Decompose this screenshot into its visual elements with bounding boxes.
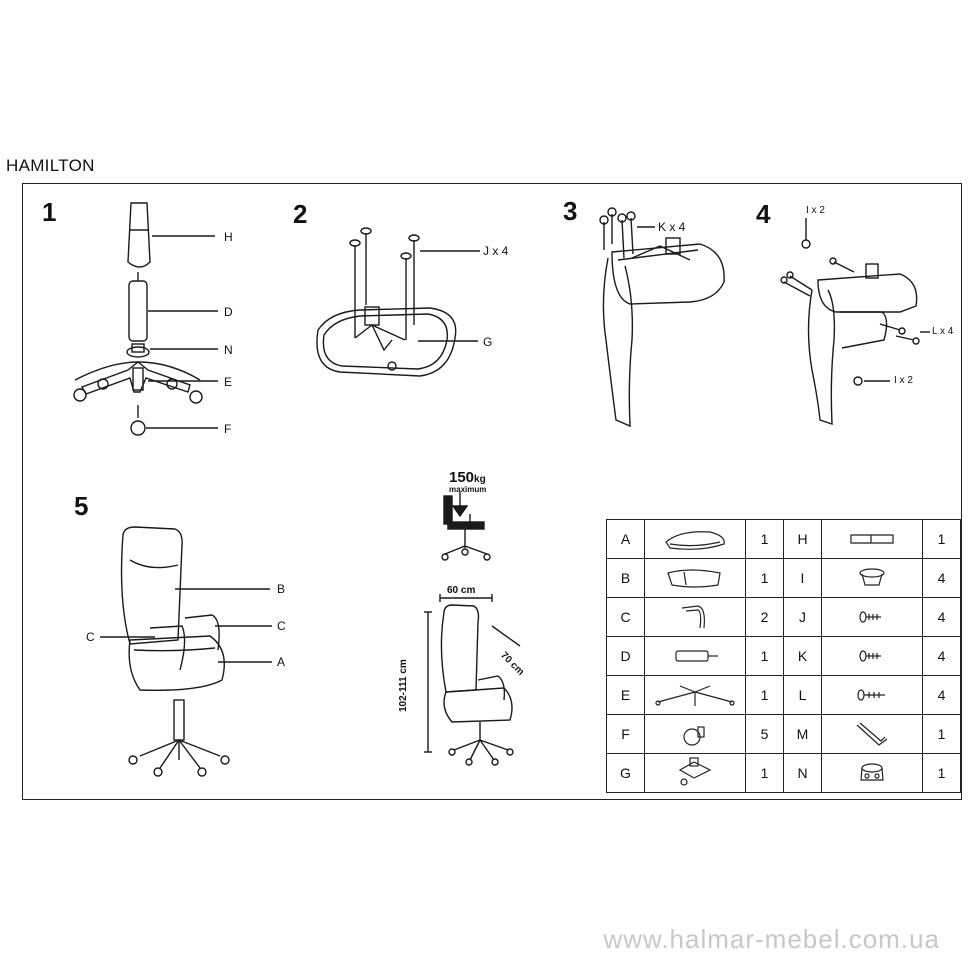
part-quantity: 4: [922, 558, 961, 598]
label-l: L x 4: [932, 326, 954, 337]
part-quantity: 4: [922, 636, 961, 676]
part-quantity: 2: [745, 597, 784, 637]
instructions-frame: [22, 183, 962, 800]
capacity-icon: [441, 492, 491, 561]
capacity-weight: 150kg: [449, 469, 486, 486]
step3-drawing: [599, 207, 725, 428]
gas-lift-icon: [644, 636, 746, 676]
label-k: K x 4: [658, 220, 686, 234]
part-letter: B: [606, 558, 645, 598]
part-quantity: 1: [745, 675, 784, 715]
part-quantity: 4: [922, 597, 961, 637]
part-letter: I: [783, 558, 822, 598]
step-number-5: 5: [74, 491, 89, 521]
ring-icon: [821, 753, 923, 793]
seat-icon: [644, 519, 746, 559]
step-number-3: 3: [563, 196, 578, 226]
label-g: G: [483, 335, 493, 349]
label-f: F: [224, 422, 232, 436]
step-number-2: 2: [293, 199, 308, 229]
label-b: B: [277, 582, 286, 596]
long-bolt-icon: [821, 675, 923, 715]
part-letter: J: [783, 597, 822, 637]
mechanism-icon: [644, 753, 746, 793]
document-title: HAMILTON: [6, 156, 95, 175]
part-letter: E: [606, 675, 645, 715]
star-base-icon: [644, 675, 746, 715]
part-letter: L: [783, 675, 822, 715]
label-i-bottom: I x 2: [894, 375, 913, 386]
part-quantity: 1: [745, 636, 784, 676]
label-h: H: [224, 230, 233, 244]
part-letter: D: [606, 636, 645, 676]
caster-icon: [644, 714, 746, 754]
part-quantity: 1: [745, 558, 784, 598]
part-quantity: 4: [922, 675, 961, 715]
bolt-icon: [821, 636, 923, 676]
label-c-left: C: [86, 630, 95, 644]
cap-icon: [821, 558, 923, 598]
label-c-right: C: [277, 619, 286, 633]
part-letter: H: [783, 519, 822, 559]
part-quantity: 1: [922, 753, 961, 793]
watermark: www.halmar-mebel.com.ua: [603, 924, 940, 954]
dimension-width: 60 cm: [447, 585, 476, 596]
part-quantity: 1: [745, 753, 784, 793]
gas-lift-cover-icon: [821, 519, 923, 559]
allen-key-icon: [821, 714, 923, 754]
part-letter: C: [606, 597, 645, 637]
part-quantity: 5: [745, 714, 784, 754]
armrest-icon: [644, 597, 746, 637]
part-letter: N: [783, 753, 822, 793]
part-quantity: 1: [922, 519, 961, 559]
part-quantity: 1: [922, 714, 961, 754]
label-d: D: [224, 305, 233, 319]
capacity-qualifier: maximum: [449, 485, 487, 494]
part-quantity: 1: [745, 519, 784, 559]
label-e: E: [224, 375, 233, 389]
dimensions-drawing: [424, 594, 521, 766]
part-letter: K: [783, 636, 822, 676]
label-n: N: [224, 343, 233, 357]
step1-drawing: [73, 202, 218, 436]
step4-drawing: [780, 218, 930, 425]
backrest-icon: [644, 558, 746, 598]
part-letter: A: [606, 519, 645, 559]
step-number-1: 1: [42, 197, 57, 227]
part-letter: G: [606, 753, 645, 793]
step2-drawing: [316, 227, 480, 377]
part-letter: F: [606, 714, 645, 754]
step-number-4: 4: [756, 199, 771, 229]
label-a: A: [277, 655, 286, 669]
label-i-top: I x 2: [806, 205, 825, 216]
bolt-icon: [821, 597, 923, 637]
label-j: J x 4: [483, 244, 509, 258]
dimension-height: 102-111 cm: [398, 659, 409, 712]
step5-drawing: [100, 526, 272, 777]
part-letter: M: [783, 714, 822, 754]
